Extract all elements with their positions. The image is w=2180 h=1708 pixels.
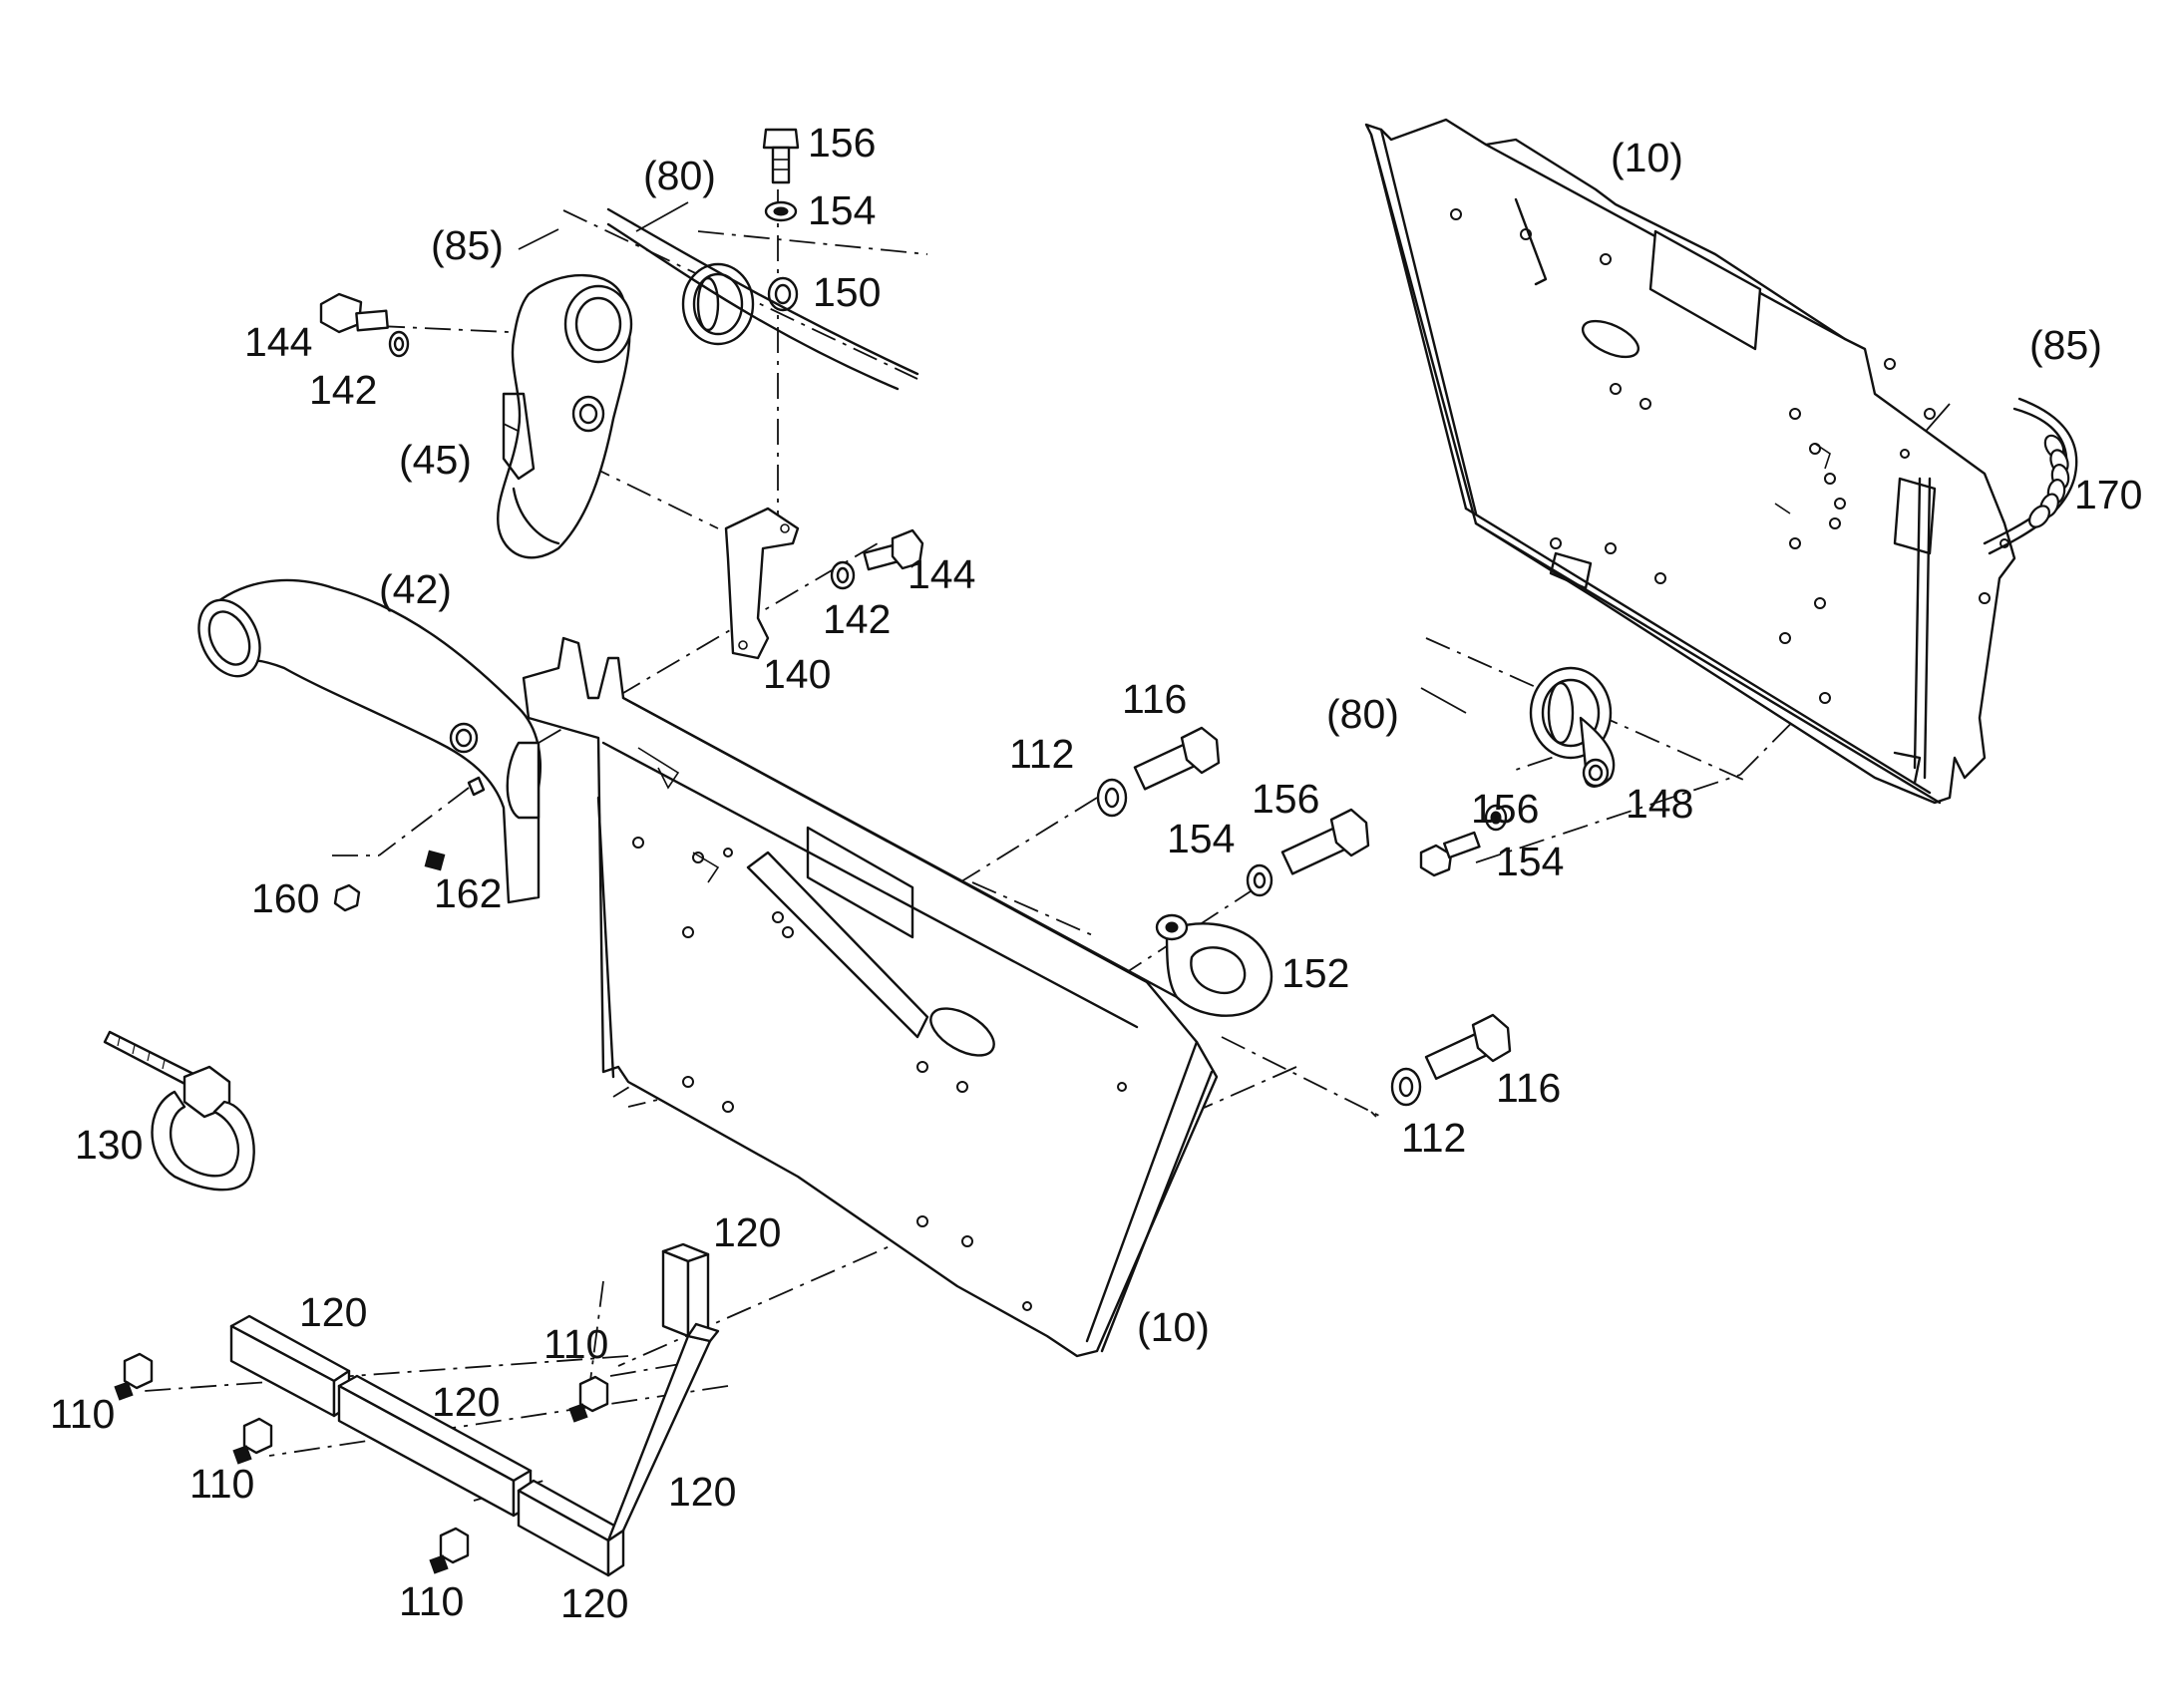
label-154-right: 154 <box>1496 839 1564 884</box>
label-112-top: 112 <box>1009 731 1074 777</box>
right-panel-10 <box>1364 118 2016 805</box>
label-10-bottom: (10) <box>1137 1304 1210 1350</box>
label-116-bottom: 116 <box>1496 1065 1561 1111</box>
label-140: 140 <box>763 651 831 697</box>
label-130: 130 <box>75 1122 143 1168</box>
standoff-d <box>429 1527 470 1574</box>
label-162: 162 <box>434 870 502 916</box>
label-156-top: 156 <box>808 120 876 166</box>
duct-45 <box>497 273 633 559</box>
label-144-left: 144 <box>244 319 312 365</box>
standoffs-110 <box>114 1352 609 1574</box>
callout-labels: 156 154 150 (80) (85) 144 142 (45) (42) … <box>50 120 2142 1626</box>
label-152: 152 <box>1281 950 1349 996</box>
label-156-right: 156 <box>1471 786 1539 832</box>
label-120-left: 120 <box>299 1289 367 1335</box>
label-144-right: 144 <box>908 551 975 597</box>
label-120-middle: 120 <box>432 1379 500 1425</box>
label-156-center: 156 <box>1252 776 1319 822</box>
label-142-left: 142 <box>309 367 377 413</box>
grommet-150 <box>606 207 919 391</box>
foam-strips-120 <box>229 1242 720 1577</box>
label-120-top: 120 <box>713 1209 781 1255</box>
label-85-right: (85) <box>2029 322 2102 368</box>
standoff-b <box>232 1417 273 1465</box>
label-120-right: 120 <box>668 1469 736 1515</box>
standoff-a <box>114 1352 154 1401</box>
spring-170 <box>2028 434 2070 528</box>
label-110-a: 110 <box>50 1391 115 1437</box>
label-85-top: (85) <box>431 222 504 268</box>
bracket-140 <box>724 507 800 660</box>
grommet-148 <box>1529 666 1616 788</box>
cable-tie-130 <box>103 1030 255 1192</box>
fasteners-top <box>319 128 924 590</box>
label-160: 160 <box>251 875 319 921</box>
fasteners-center <box>333 726 1512 1107</box>
hose-42 <box>197 578 542 904</box>
standoff-c <box>568 1375 609 1423</box>
label-110-d: 110 <box>399 1578 464 1624</box>
label-80-right: (80) <box>1326 691 1399 737</box>
label-170: 170 <box>2074 472 2142 517</box>
label-45: (45) <box>399 437 472 483</box>
label-110-b: 110 <box>189 1461 254 1507</box>
label-120-bottom: 120 <box>560 1580 628 1626</box>
label-110-c: 110 <box>544 1321 608 1367</box>
label-112-bottom: 112 <box>1401 1115 1466 1161</box>
center-panel-10 <box>522 636 1219 1358</box>
label-154-top: 154 <box>808 187 876 233</box>
label-148: 148 <box>1626 781 1693 827</box>
label-154-center: 154 <box>1167 816 1235 861</box>
label-10-top: (10) <box>1611 135 1683 180</box>
label-80-top: (80) <box>643 153 716 198</box>
label-42: (42) <box>379 566 452 612</box>
label-150: 150 <box>813 269 881 315</box>
label-116-top: 116 <box>1122 676 1187 722</box>
cable-85-right <box>1983 397 2078 555</box>
label-142-right: 142 <box>823 596 891 642</box>
